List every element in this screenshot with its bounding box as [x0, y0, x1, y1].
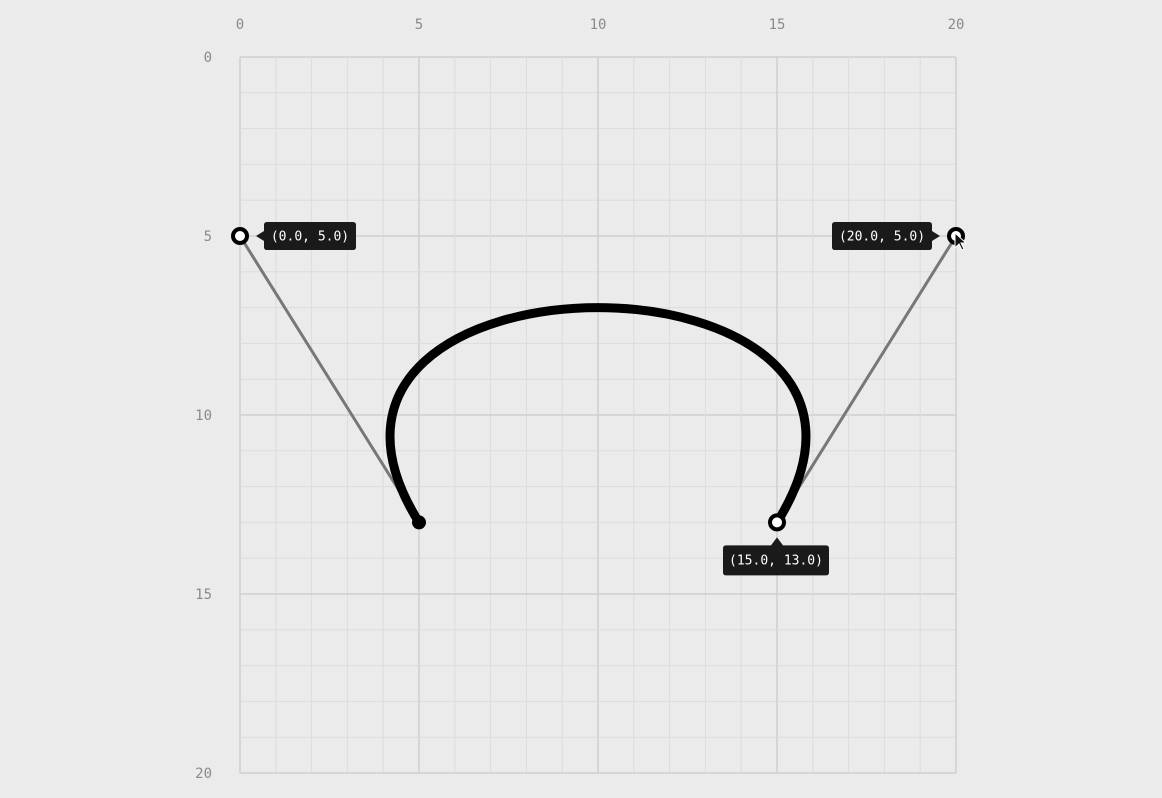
tooltip-coordinates: (0.0, 5.0) [271, 230, 349, 245]
tooltip-coordinates: (15.0, 13.0) [729, 553, 823, 568]
start-anchor-point[interactable] [412, 515, 426, 530]
y-tick-label: 5 [204, 229, 212, 245]
control-point-1[interactable] [231, 227, 249, 245]
tooltip-coordinates: (20.0, 5.0) [839, 230, 925, 245]
x-tick-label: 10 [590, 17, 607, 33]
y-axis-labels: 0 5 10 15 20 [195, 50, 212, 782]
tooltip-control-point-2: (20.0, 5.0) [832, 222, 940, 250]
tooltip-background [723, 537, 829, 576]
tooltip-control-point-1: (0.0, 5.0) [256, 222, 356, 250]
tooltip-end-point: (15.0, 13.0) [723, 537, 829, 576]
y-tick-label: 20 [195, 766, 212, 782]
x-tick-label: 15 [769, 17, 786, 33]
control-handle-line-start [238, 235, 421, 524]
x-tick-label: 0 [236, 17, 244, 33]
x-axis-labels: 0 5 10 15 20 [236, 17, 965, 33]
mouse-cursor-icon [954, 231, 968, 251]
tooltip-background [256, 222, 356, 250]
y-tick-label: 10 [195, 408, 212, 424]
control-handle-line-end [775, 235, 958, 524]
grid [239, 56, 957, 774]
end-anchor-point[interactable] [768, 513, 786, 532]
bezier-curve[interactable] [385, 303, 811, 527]
y-tick-label: 0 [204, 50, 212, 66]
x-tick-label: 5 [415, 17, 423, 33]
y-tick-label: 15 [195, 587, 212, 603]
tooltip-background [832, 222, 940, 250]
x-tick-label: 20 [948, 17, 965, 33]
